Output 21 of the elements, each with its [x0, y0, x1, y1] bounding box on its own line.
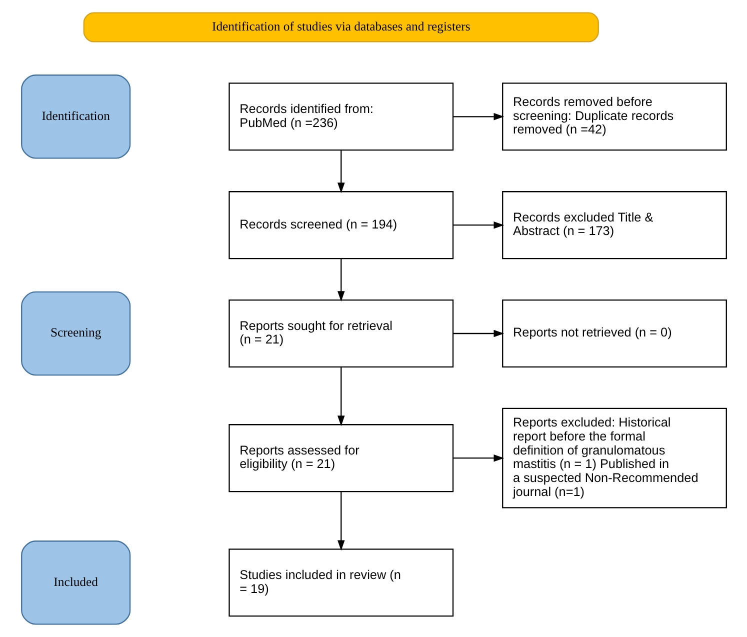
node-box: Records removed before screening: Duplicate records removed (n =42) [502, 82, 726, 151]
arrow [452, 221, 504, 229]
arrow [336, 492, 344, 551]
arrow [336, 367, 344, 426]
node-box: Reports not retrieved (n = 0) [502, 299, 726, 368]
arrow [452, 454, 504, 462]
node-box: Included [20, 540, 130, 625]
arrow [336, 258, 344, 302]
node-box: Reports sought for retrieval (n = 21) [228, 299, 454, 368]
arrow [336, 150, 344, 194]
node-box: Identification of studies via databases and registers [82, 12, 598, 42]
arrow [452, 330, 504, 338]
arrow [452, 113, 504, 120]
node-box: Reports excluded: Historical report before the formal definition of granulomatous mastitis (n = 1) Published in a suspected Non-Recommended journal (n=1) [502, 408, 726, 508]
node-box: Screening [20, 291, 130, 376]
node-box: Identification [20, 74, 130, 159]
node-box: Reports assessed for eligibility (n = 21) [228, 424, 454, 492]
node-box: Studies included in review (n = 19) [228, 548, 454, 617]
node-box: Records identified from: PubMed (n =236) [228, 82, 454, 151]
node-box: Records excluded Title & Abstract (n = 173) [502, 191, 726, 260]
node-box: Records screened (n = 194) [228, 191, 454, 260]
